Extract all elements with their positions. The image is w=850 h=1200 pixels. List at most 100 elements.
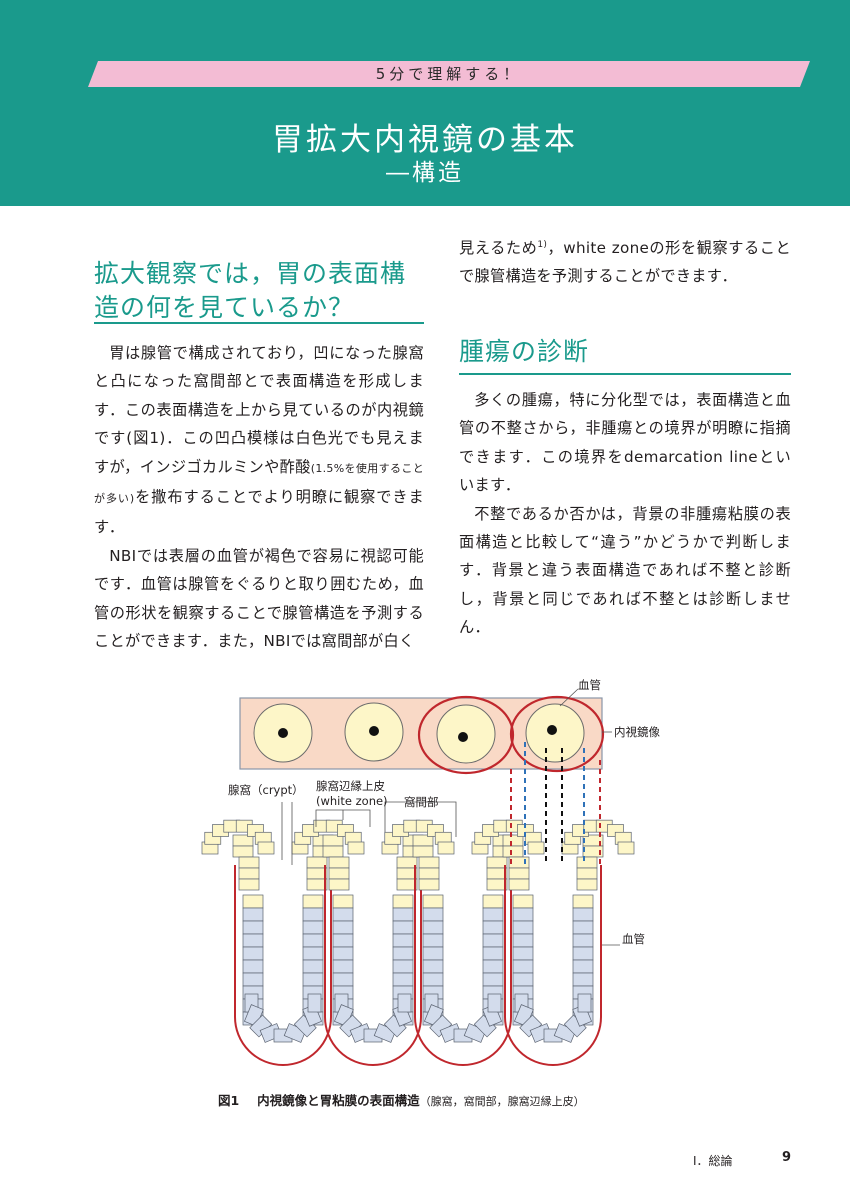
surface-cell [322, 845, 344, 858]
right-column-top: 見えるため1)，white zoneの形を観察することで腺管構造を予測することが… [459, 234, 791, 291]
surface-cell [232, 845, 254, 858]
surface-cell [328, 867, 350, 880]
p2-cont-a: 見えるため [459, 239, 538, 257]
section-heading-1-line2: 造の何を見ているか？ [94, 293, 355, 322]
caption-number: 図1 [218, 1093, 240, 1108]
surface-cell [347, 841, 365, 855]
epithelial-cell [332, 972, 354, 987]
epithelial-cell [392, 920, 414, 935]
epithelial-cell [242, 972, 264, 987]
epithelial-cell [422, 894, 444, 909]
surface-cell [437, 841, 455, 855]
epithelial-cell [302, 959, 324, 974]
epithelial-cell [482, 946, 504, 961]
surface-cell [412, 845, 434, 858]
p2-cont-b: ，white zoneの形を観察することで腺管構造を予測することができます． [459, 239, 791, 286]
endoscope-view [239, 695, 605, 775]
surface-cell [306, 878, 328, 891]
ribbon-label: 5分で理解する！ [375, 65, 523, 83]
epithelial-cell [482, 933, 504, 948]
surface-cell [418, 878, 440, 891]
surface-cell [486, 878, 508, 891]
epithelial-cell [332, 907, 354, 922]
epithelial-cell [332, 920, 354, 935]
figure-diagram [201, 688, 635, 1066]
surface-cell [238, 878, 260, 891]
epithelial-cell [392, 959, 414, 974]
epithelial-cell [422, 907, 444, 922]
epithelial-cell [577, 993, 592, 1013]
reference-superscript: 1) [537, 239, 548, 250]
epithelial-cell [302, 920, 324, 935]
surface-cell [328, 856, 350, 869]
epithelial-cell [242, 933, 264, 948]
epithelial-cell [242, 894, 264, 909]
page-title: 胃拡大内視鏡の基本 [272, 122, 578, 158]
epithelial-cell [302, 894, 324, 909]
epithelial-cell [572, 959, 594, 974]
gastric-pits [201, 819, 635, 1066]
epithelial-cell [242, 907, 264, 922]
surface-cell [502, 845, 524, 858]
epithelial-cell [242, 959, 264, 974]
p1-text-c: を撒布することでより明瞭に観察できます． [94, 488, 424, 537]
page-number: 9 [782, 1150, 792, 1165]
label-crypt: 腺窩（crypt） [228, 783, 304, 797]
epithelial-cell [392, 946, 414, 961]
epithelial-cell [422, 946, 444, 961]
surface-cell [576, 856, 598, 869]
surface-cell [418, 867, 440, 880]
section-heading-2-rule [459, 373, 791, 375]
surface-cell [418, 856, 440, 869]
epithelial-cell [332, 933, 354, 948]
chapter-header: 5分で理解する！ 胃拡大内視鏡の基本 ―構造 [0, 0, 850, 206]
vessel-loop [504, 865, 602, 1066]
paragraph-1: 胃は腺管で構成されており，凹になった腺窩と凸になった窩間部とで表面構造を形成しま… [94, 339, 424, 542]
epithelial-cell [572, 894, 594, 909]
surface-cell [328, 878, 350, 891]
footer-section-label: I．総論 [693, 1154, 733, 1168]
right-column-bottom: 多くの腫瘍，特に分化型では，表面構造と血管の不整さから，非腫瘍との境界が明瞭に指… [459, 386, 791, 642]
projection-lines [510, 742, 601, 865]
surface-cell [527, 841, 545, 855]
caption-title: 内視鏡像と胃粘膜の表面構造 [257, 1093, 420, 1108]
label-mce-line1: 腺窩辺縁上皮 [316, 779, 385, 793]
surface-cell [508, 878, 530, 891]
epithelial-cell [302, 946, 324, 961]
surface-cell [508, 867, 530, 880]
epithelial-cell [482, 959, 504, 974]
epithelial-cell [512, 894, 534, 909]
epithelial-cell [482, 894, 504, 909]
surface-cell [238, 867, 260, 880]
paragraph-3: 多くの腫瘍，特に分化型では，表面構造と血管の不整さから，非腫瘍との境界が明瞭に指… [459, 391, 791, 495]
surface-cell [576, 878, 598, 891]
epithelial-cell [482, 920, 504, 935]
section-heading-1-rule [94, 322, 424, 324]
epithelial-cell [482, 972, 504, 987]
epithelial-cell [572, 933, 594, 948]
paragraph-4: 不整であるか否かは，背景の非腫瘍粘膜の表面構造と比較して“違う”かどうかで判断し… [459, 504, 791, 637]
epithelial-cell [512, 933, 534, 948]
epithelial-cell [482, 907, 504, 922]
epithelial-cell [487, 993, 502, 1013]
surface-cell [396, 878, 418, 891]
ribbon-banner [88, 61, 810, 87]
caption-note: （腺窩，窩間部，腺窩辺縁上皮） [419, 1095, 585, 1108]
epithelial-cell [422, 920, 444, 935]
epithelial-cell [242, 920, 264, 935]
p1-note: (1.5%を使用することが多い) [94, 461, 424, 506]
paragraph-2: NBIでは表層の血管が褐色で容易に視認可能です．血管は腺管をぐるりと取り囲むため… [94, 546, 424, 651]
epithelial-cell [242, 946, 264, 961]
epithelial-cell [422, 972, 444, 987]
section-heading-1: 拡大観察では，胃の表面構 造の何を見ているか？ [94, 257, 434, 325]
epithelial-cell [512, 946, 534, 961]
label-leaders [281, 688, 620, 946]
epithelial-cell [397, 993, 412, 1013]
epithelial-cell [572, 946, 594, 961]
paragraph-2-continued: 見えるため1)，white zoneの形を観察することで腺管構造を予測することが… [459, 234, 791, 291]
section-heading-2: 腫瘍の診断 [459, 337, 590, 366]
epithelial-cell [512, 920, 534, 935]
surface-cell [576, 867, 598, 880]
epithelial-cell [572, 920, 594, 935]
section-heading-1-line1: 拡大観察では，胃の表面構 [94, 259, 407, 288]
